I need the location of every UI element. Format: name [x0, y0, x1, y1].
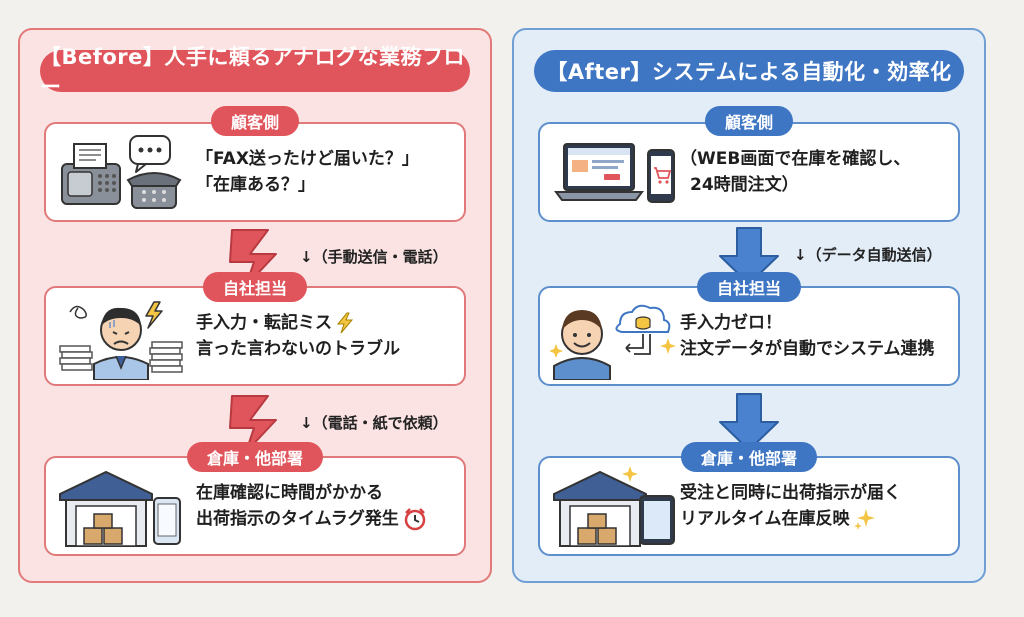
before-section-label-warehouse: 倉庫・他部署 [186, 442, 324, 472]
lightning-icon [336, 312, 354, 334]
after-card-staff: 手入力ゼロ！ 注文データが自動でシステム連携 [538, 286, 960, 386]
smartphone-cart-icon [647, 149, 675, 203]
after-card-customer: （WEB画面で在庫を確認し、 24時間注文） [538, 122, 960, 222]
before-section-label-staff: 自社担当 [202, 272, 308, 302]
laptop-shop-icon [554, 143, 675, 203]
after-connector-1-label: ↓（データ自動送信） [794, 246, 942, 264]
before-customer-text: 「FAX送ったけど届いた？」 「在庫ある？」 [196, 124, 456, 220]
after-title: 【After】システムによる自動化・効率化 [534, 50, 964, 92]
before-title: 【Before】人手に頼るアナログな業務フロー [40, 45, 470, 99]
tablet-icon [639, 495, 675, 545]
before-warehouse-line-2: 出荷指示のタイムラグ発生 [196, 509, 399, 529]
after-customer-text: （WEB画面で在庫を確認し、 24時間注文） [680, 124, 950, 220]
stressed-worker-icon [59, 301, 183, 380]
warehouse-icon [59, 470, 181, 547]
cloud-database-icon [615, 304, 671, 355]
before-connector-2-label: ↓（電話・紙で依頼） [300, 414, 448, 432]
before-connector-1-label: ↓（手動送信・電話） [300, 248, 448, 266]
after-card-warehouse: 受注と同時に出荷指示が届く リアルタイム在庫反映 [538, 456, 960, 556]
after-customer-line-2: 24時間注文） [690, 175, 799, 195]
happy-worker-icon [550, 304, 676, 380]
after-section-label-customer: 顧客側 [704, 106, 794, 136]
lightning-icon [145, 301, 163, 329]
after-staff-line-1: 手入力ゼロ！ [680, 312, 782, 333]
after-section-label-warehouse: 倉庫・他部署 [680, 442, 818, 472]
after-staff-text: 手入力ゼロ！ 注文データが自動でシステム連携 [680, 288, 950, 384]
after-connector-2 [514, 392, 984, 452]
before-warehouse-line-1: 在庫確認に時間がかかる [196, 482, 383, 503]
after-warehouse-line-1: 受注と同時に出荷指示が届く [680, 482, 901, 503]
before-card-warehouse: 在庫確認に時間がかかる 出荷指示のタイムラグ発生 [44, 456, 466, 556]
before-panel: 【Before】人手に頼るアナログな業務フロー 顧客側 [18, 28, 492, 583]
after-connector-1: ↓（データ自動送信） [514, 226, 984, 286]
sparkle-icon [853, 509, 875, 531]
telephone-icon [126, 172, 182, 209]
warehouse-icon [553, 466, 675, 547]
zigzag-arrow-icon [229, 395, 277, 453]
before-staff-line-2: 言った言わないのトラブル [196, 339, 400, 359]
smartphone-icon [153, 497, 181, 545]
speech-bubble-icon [129, 135, 171, 173]
after-panel: 【After】システムによる自動化・効率化 顧客側 （WEB画面で在庫を確認し、… [512, 28, 986, 583]
before-connector-2: ↓（電話・紙で依頼） [20, 394, 490, 454]
after-section-label-staff: 自社担当 [696, 272, 802, 302]
fax-phone-icon [61, 135, 182, 209]
paper-stack-icon [59, 341, 183, 373]
before-staff-text: 手入力・転記ミス 言った言わないのトラブル [196, 288, 456, 384]
before-section-label-customer: 顧客側 [210, 106, 300, 136]
zigzag-arrow-icon [229, 229, 277, 287]
after-warehouse-text: 受注と同時に出荷指示が届く リアルタイム在庫反映 [680, 458, 950, 554]
before-warehouse-text: 在庫確認に時間がかかる 出荷指示のタイムラグ発生 [196, 458, 456, 554]
before-card-staff: 手入力・転記ミス 言った言わないのトラブル [44, 286, 466, 386]
before-connector-1: ↓（手動送信・電話） [20, 228, 490, 288]
after-staff-line-2: 注文データが自動でシステム連携 [680, 339, 935, 359]
after-warehouse-line-2: リアルタイム在庫反映 [680, 509, 850, 529]
sparkle-icon [660, 338, 676, 354]
before-card-customer: 「FAX送ったけど届いた？」 「在庫ある？」 [44, 122, 466, 222]
before-staff-line-1: 手入力・転記ミス [196, 312, 332, 333]
before-customer-line-2: 「在庫ある？」 [196, 175, 315, 195]
alarm-clock-icon [404, 508, 426, 531]
after-customer-line-1: （WEB画面で在庫を確認し、 [680, 148, 911, 169]
before-customer-line-1: 「FAX送ったけど届いた？」 [196, 148, 419, 169]
down-arrow-icon [719, 227, 779, 285]
sparkle-icon [622, 466, 638, 482]
down-arrow-icon [719, 393, 779, 451]
